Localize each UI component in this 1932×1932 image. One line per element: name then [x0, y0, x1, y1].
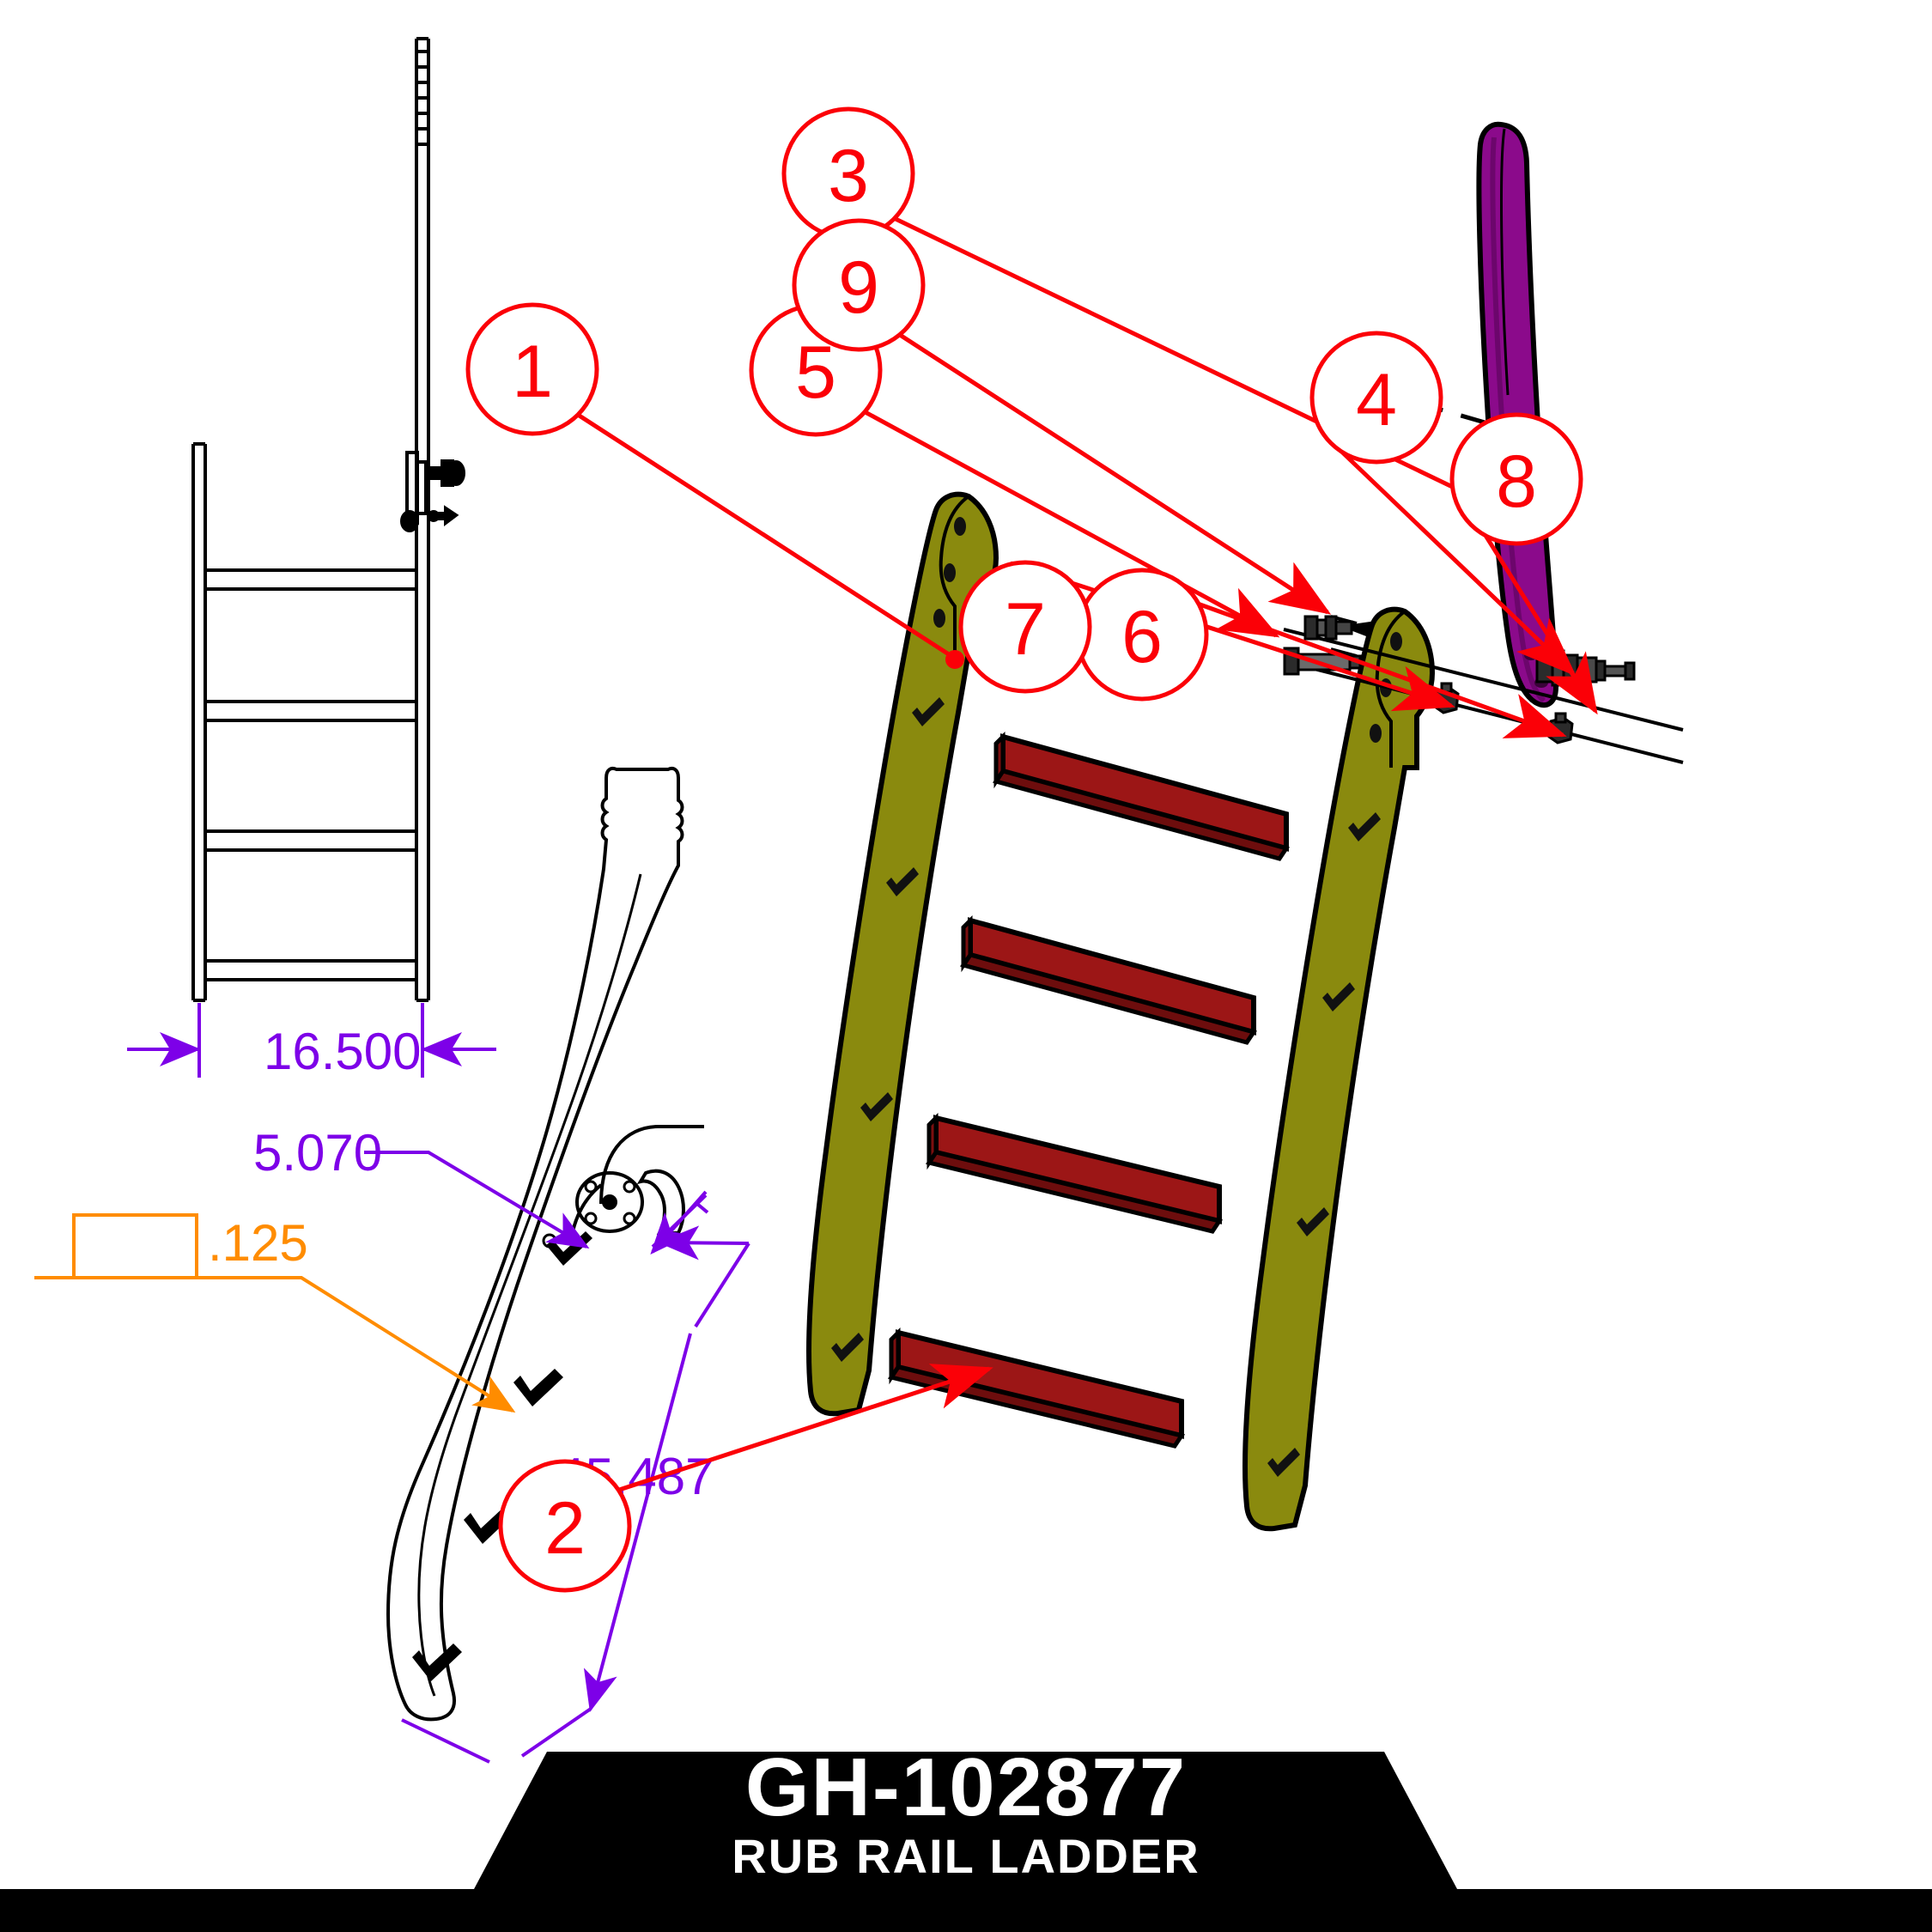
rail-left-chevrons — [831, 697, 945, 1362]
rail-hole — [933, 609, 945, 628]
side-rail-right-highlight — [1243, 624, 1374, 1507]
balloon-label-5: 5 — [795, 331, 836, 414]
balloon-label-7: 7 — [1005, 588, 1046, 671]
balloon-circle-7[interactable] — [958, 560, 1092, 694]
thickness-note-text: .125 — [208, 1214, 308, 1272]
length-dim-line-lower — [583, 1333, 692, 1712]
length-dimension — [401, 1190, 750, 1764]
axis-line-upper — [1283, 628, 1684, 732]
side-view-rungs — [205, 568, 416, 981]
side-view-hardware — [400, 451, 465, 532]
length-ext-upper — [694, 1242, 750, 1328]
balloon-circle-4[interactable] — [1309, 331, 1443, 465]
ladder-rungs — [887, 731, 1291, 1449]
rail-hole — [944, 563, 956, 582]
balloon-label-8: 8 — [1496, 440, 1537, 523]
width-dimension-text: 16.500 — [264, 1023, 422, 1080]
balloon-label-9: 9 — [838, 246, 879, 329]
bottom-bar — [0, 1889, 1932, 1932]
balloon-numbers: 1 2 3 4 5 6 7 8 9 — [512, 135, 1537, 1570]
balloon-label-2: 2 — [544, 1487, 586, 1570]
rail-outline-left-edge — [386, 766, 684, 1722]
leader-1 — [576, 412, 953, 659]
balloon-circle-9[interactable] — [792, 218, 926, 352]
balloon-callouts: 1 2 3 4 5 6 7 8 9 — [465, 106, 1598, 1593]
ladder-rung — [959, 914, 1258, 1045]
balloon-circle-8[interactable] — [1449, 412, 1583, 546]
rail-hole — [1390, 632, 1402, 651]
grab-handle-edge — [1500, 128, 1510, 396]
handle-centerline — [1321, 373, 1492, 427]
side-rail-right — [1242, 606, 1436, 1532]
offset-dimension-text: 5.070 — [253, 1124, 382, 1182]
rail-hole — [954, 517, 966, 536]
part-description-text: RUB RAIL LADDER — [732, 1829, 1200, 1883]
length-dim-tail — [520, 1707, 592, 1758]
leader-1-dot — [945, 650, 964, 669]
leader-3 — [894, 216, 1513, 518]
balloon-label-3: 3 — [828, 135, 869, 217]
pivot-bolt — [1303, 615, 1353, 641]
leader-4 — [1331, 441, 1577, 677]
part-number-text: GH-102877 — [745, 1741, 1187, 1833]
balloon-circle-2[interactable] — [498, 1459, 632, 1593]
side-elevation-view — [191, 37, 465, 1002]
balloon-circles — [465, 106, 1583, 1593]
title-block — [0, 1752, 1932, 1932]
rail-head-upper — [599, 1125, 704, 1205]
side-rail-left-highlight — [807, 509, 938, 1392]
balloon-circle-1[interactable] — [465, 302, 599, 436]
leader-5 — [860, 408, 1280, 638]
title-banner-shape — [474, 1752, 1457, 1889]
rail-inner-edge — [417, 873, 642, 1697]
balloon-label-1: 1 — [512, 331, 553, 413]
balloon-label-6: 6 — [1121, 596, 1163, 678]
side-rail-left-hook-inner — [939, 495, 970, 653]
side-rail-left — [806, 491, 999, 1417]
thickness-leader-line — [34, 1276, 516, 1413]
balloon-label-4: 4 — [1356, 359, 1397, 441]
length-arrow-upper — [658, 1225, 750, 1261]
offset-dimension-leader — [364, 1151, 590, 1249]
rail-right-chevrons — [1267, 812, 1381, 1477]
width-dimension — [127, 1003, 496, 1078]
side-rail-right-hook-inner — [1375, 610, 1406, 768]
rail-hole — [1370, 724, 1382, 743]
leader-9 — [898, 332, 1332, 615]
stile-perforations — [418, 50, 427, 146]
leader-7 — [1010, 561, 1455, 712]
axis-line-lower — [1283, 659, 1684, 764]
offset-leader-line — [364, 1151, 590, 1249]
thickness-note — [34, 1213, 516, 1413]
ladder-rung — [992, 731, 1291, 861]
length-ext-lower — [401, 1718, 490, 1764]
length-ext-top — [696, 1202, 709, 1214]
ladder-rung — [925, 1112, 1224, 1234]
leader-2 — [611, 1364, 993, 1495]
